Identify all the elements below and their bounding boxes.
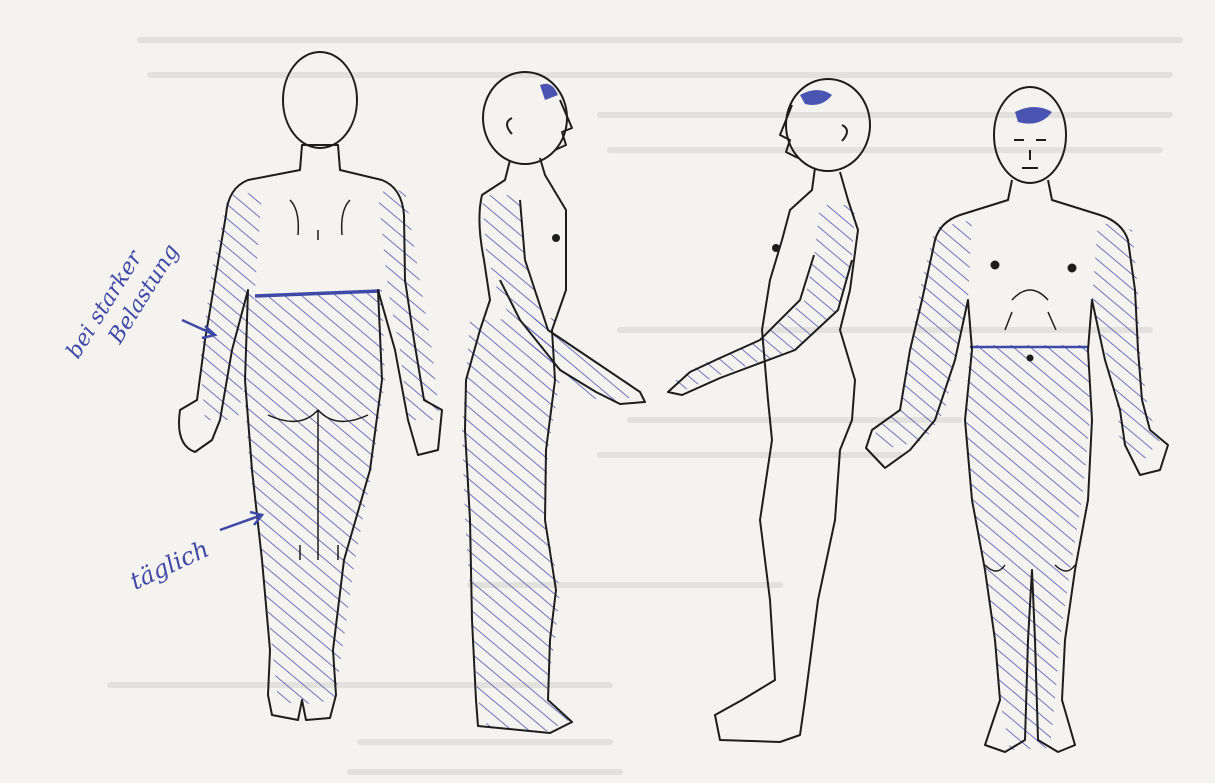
front-right-nipple [1069, 265, 1076, 272]
side2-nipple [773, 245, 779, 251]
front-left-nipple [992, 262, 999, 269]
front-navel [1028, 356, 1033, 361]
side1-nipple [553, 235, 559, 241]
